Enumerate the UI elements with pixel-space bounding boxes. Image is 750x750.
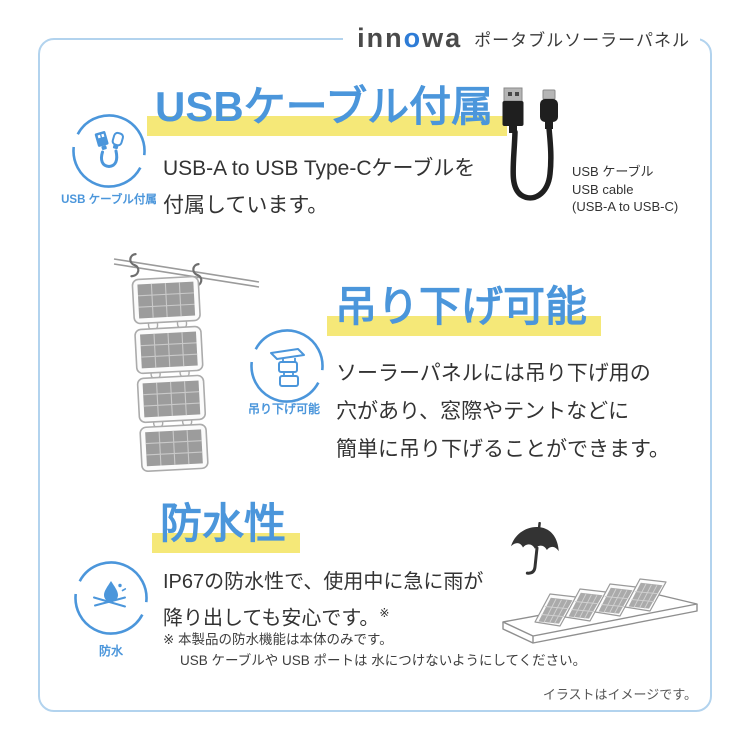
brand-logo-post: wa (422, 23, 463, 53)
usb-a-connector (502, 87, 524, 133)
waterproof-body-line2: 降り出しても安心です。※ (163, 606, 390, 630)
usb-badge-label: USB ケーブル付属 (61, 194, 157, 206)
usb-body-line2: 付属しています。 (163, 194, 329, 217)
umbrella-icon (511, 522, 559, 575)
hanging-section-heading: 吊り下げ可能 (327, 283, 602, 337)
panel-stack (131, 275, 209, 473)
reference-mark: ※ (379, 606, 390, 620)
brand-logo-pre: inn (357, 23, 404, 53)
waterproof-section-heading: 防水性 (152, 500, 301, 554)
hanging-panel-illustration (113, 253, 260, 473)
hanging-body-line3: 簡単に吊り下げることができます。 (336, 438, 670, 461)
waterproof-note: ※ 本製品の防水機能は本体のみです。 USB ケーブルや USB ポートは 水に… (163, 629, 586, 671)
s-hook-left (129, 253, 140, 278)
hanging-body-line1: ソーラーパネルには吊り下げ用の (336, 362, 651, 385)
cable-caption-line2: USB cable (572, 181, 634, 197)
usb-c-connector (540, 89, 558, 129)
waterproof-section-body: IP67の防水性で、使用中に急に雨が 降り出しても安心です。※ (163, 567, 483, 635)
waterproof-badge (73, 560, 149, 636)
page-title: innowa ポータブルソーラーパネル (343, 20, 700, 56)
usb-cable-illustration (502, 87, 558, 201)
brand-logo: innowa (357, 20, 462, 56)
cable-caption-line3: (USB-A to USB-C) (572, 199, 679, 214)
waterproof-note-line2: USB ケーブルや USB ポートは 水につけないようにしてください。 (180, 653, 587, 668)
cable-caption: USB ケーブル USB cable (USB-A to USB-C) (572, 163, 678, 216)
image-disclaimer: イラストはイメージです。 (542, 687, 697, 702)
usb-cable-icon (72, 114, 146, 188)
rain-panel-illustration (502, 522, 698, 644)
cable-caption-line1: USB ケーブル (572, 164, 654, 179)
brand-logo-o: o (403, 23, 423, 53)
hanging-body-line2: 穴があり、窓際やテントなどに (336, 400, 630, 423)
waterproof-note-line1: ※ 本製品の防水機能は本体のみです。 (163, 632, 393, 647)
hanging-section-body: ソーラーパネルには吊り下げ用の 穴があり、窓際やテントなどに 簡単に吊り下げるこ… (336, 355, 670, 469)
cable-cord (510, 125, 554, 201)
waterproof-badge-label: 防水 (98, 644, 123, 658)
hanging-icon (250, 329, 324, 403)
usb-cable-badge (71, 113, 147, 189)
product-name: ポータブルソーラーパネル (474, 30, 690, 50)
usb-body-line1: USB-A to USB Type-Cケーブルを (163, 157, 476, 180)
s-hook-right (192, 263, 203, 288)
hanging-badge (249, 328, 325, 404)
usb-section-body: USB-A to USB Type-Cケーブルを 付属しています。 (163, 150, 475, 224)
waterproof-body-line1: IP67の防水性で、使用中に急に雨が (163, 571, 484, 593)
waterproof-icon (74, 561, 148, 635)
hanging-badge-label: 吊り下げ可能 (247, 402, 320, 416)
usb-section-heading: USBケーブル付属 (147, 83, 508, 137)
